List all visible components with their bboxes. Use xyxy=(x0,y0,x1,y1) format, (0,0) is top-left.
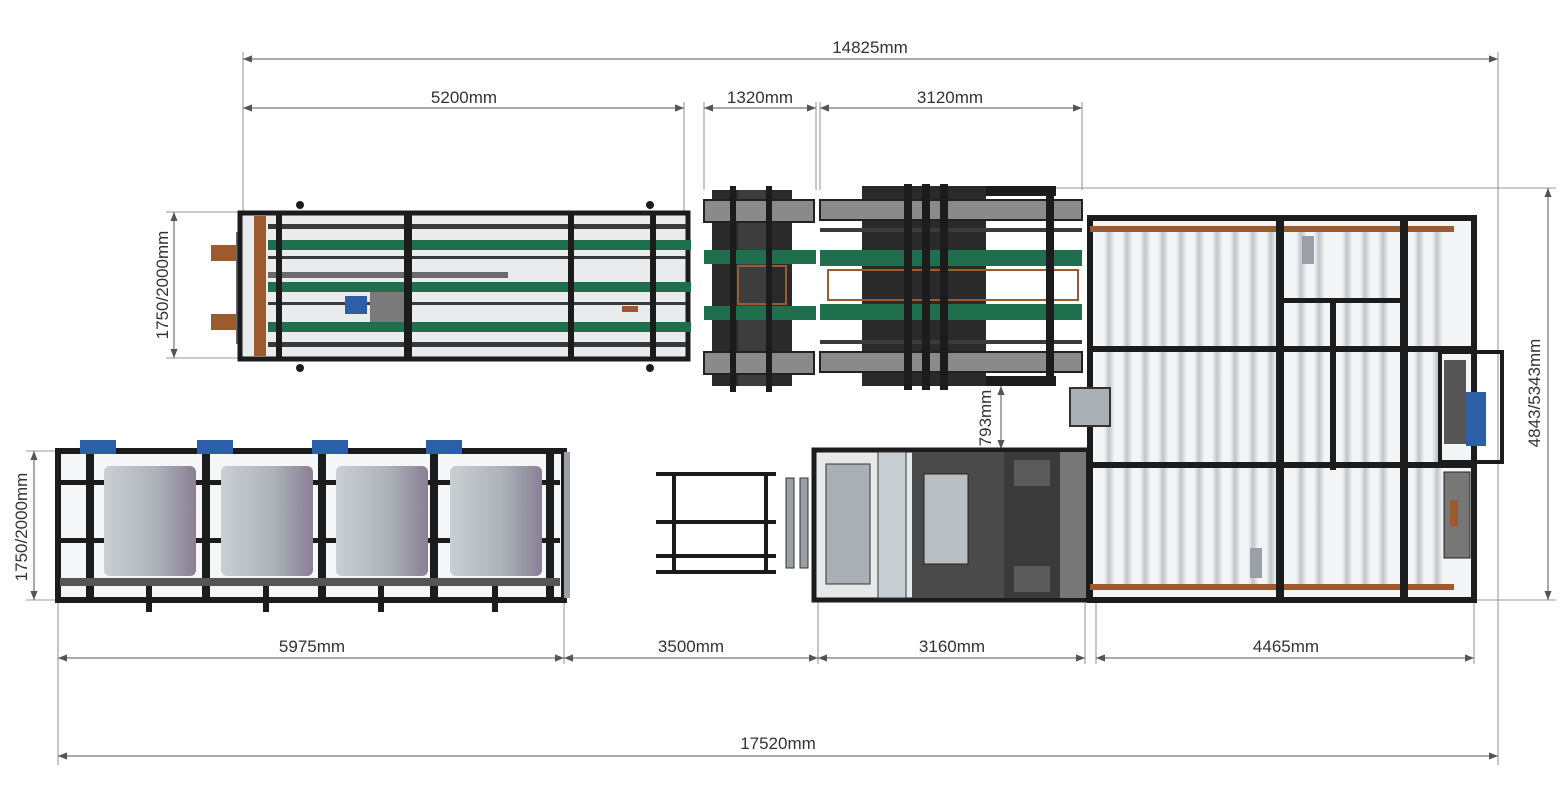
material-roll-2 xyxy=(197,440,313,612)
material-roll-1 xyxy=(80,440,196,612)
dim-5200: 5200mm xyxy=(431,88,497,107)
dimension-labels: 14825mm 5200mm 1320mm 3120mm 1750/2000mm… xyxy=(12,38,1544,753)
dim-1320: 1320mm xyxy=(727,88,793,107)
dim-top-total: 14825mm xyxy=(832,38,908,57)
dim-3500: 3500mm xyxy=(658,637,724,656)
roll-unwind-unit xyxy=(55,440,570,612)
dim-3120: 3120mm xyxy=(917,88,983,107)
material-roll-3 xyxy=(312,440,428,612)
dim-4465: 4465mm xyxy=(1253,637,1319,656)
transfer-unit-1320 xyxy=(703,186,816,392)
dimension-lines xyxy=(26,52,1556,765)
material-roll-4 xyxy=(426,440,542,612)
dim-3160: 3160mm xyxy=(919,637,985,656)
dim-5975: 5975mm xyxy=(279,637,345,656)
infeed-frame xyxy=(656,472,809,574)
roller-table-unit xyxy=(1069,215,1504,603)
upper-conveyor-unit xyxy=(211,201,691,372)
center-processing-unit xyxy=(811,447,1089,603)
dim-right-height: 4843/5343mm xyxy=(1525,339,1544,448)
dim-bottom-total: 17520mm xyxy=(740,734,816,753)
dim-left-lower-height: 1750/2000mm xyxy=(12,473,31,582)
dim-793: 793mm xyxy=(976,390,995,447)
dim-left-upper-height: 1750/2000mm xyxy=(153,231,172,340)
transfer-unit-3120 xyxy=(819,184,1083,390)
